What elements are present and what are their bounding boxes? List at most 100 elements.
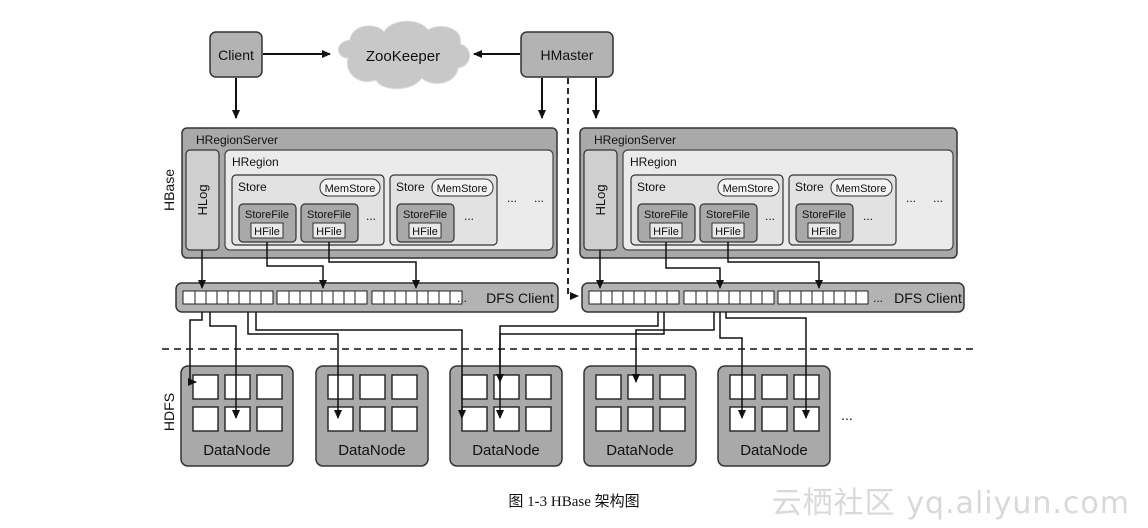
ellipsis-label: ... [534,191,544,205]
hdfs-label: HDFS [161,393,177,431]
datanode-label: DataNode [338,442,406,459]
ellipsis-label: ... [507,191,517,205]
memstore-label: MemStore [723,183,774,195]
block-cell [224,406,251,432]
block-cell [192,406,219,432]
hfile-label: HFile [715,226,741,238]
hregion-label: HRegion [630,155,677,169]
memstore-label: MemStore [325,183,376,195]
block-cell [595,406,622,432]
storefile-label: StoreFile [706,209,750,221]
block-cell [525,374,552,400]
ellipsis-label: ... [366,209,376,223]
block-cell [659,406,686,432]
hlog-box: HLog [583,149,618,251]
storefile-label: StoreFile [802,209,846,221]
block-cell [493,374,520,400]
hlog-box: HLog [185,149,220,251]
block-cell [391,406,418,432]
dfs-client-label: DFS Client [894,290,962,306]
storefile-label: StoreFile [245,209,289,221]
figure-caption: 图 1-3 HBase 架构图 [508,494,640,510]
region-server-2: HRegionServer HLog HRegion Store MemStor… [579,127,958,259]
ellipsis-label: ... [464,209,474,223]
storefile-box: StoreFile HFile [238,203,297,243]
hfile-label: HFile [254,226,280,238]
hlog-label: HLog [593,184,608,215]
block-cell [359,374,386,400]
datanode-label: DataNode [606,442,674,459]
datanode-label: DataNode [740,442,808,459]
ellipsis-label: ... [863,209,873,223]
hbase-label: HBase [161,169,177,211]
block-cell [525,406,552,432]
store-box: Store MemStore StoreFile HFile ... [389,174,498,246]
dfs-to-datanode-arrows [188,312,810,419]
block-cell [595,374,622,400]
region-server-title: HRegionServer [594,133,676,147]
block-cell [627,374,654,400]
hregion-box: HRegion Store MemStore StoreFile HFile S… [622,149,954,251]
block-cell [659,374,686,400]
block-cell [493,406,520,432]
ellipsis-label: ... [873,291,883,305]
server-to-dfs-arrows [198,242,823,289]
watermark: 云栖社区 yq.aliyun.com [771,486,1130,521]
hfile-label: HFile [811,226,837,238]
block-cell [256,406,283,432]
hfile-label: HFile [316,226,342,238]
zookeeper-label: ZooKeeper [366,48,440,65]
store-label: Store [396,180,425,194]
dfs-cell-group [683,290,775,305]
block-cell [761,406,788,432]
storefile-box: StoreFile HFile [396,203,455,243]
ellipsis-label: ... [906,191,916,205]
hfile-label: HFile [412,226,438,238]
client-box: Client [209,31,263,78]
storefile-label: StoreFile [644,209,688,221]
client-label: Client [218,47,254,63]
hmaster-dashed-arrow [567,78,579,300]
hmaster-label: HMaster [541,47,594,63]
ellipsis-label: ... [933,191,943,205]
dfs-cell-group [371,290,463,305]
region-server-1: HRegionServer HLog HRegion Store MemStor… [181,127,558,259]
datanode-label: DataNode [472,442,540,459]
block-cell [327,374,354,400]
datanode-box: DataNode [583,365,697,467]
dfs-cell-group [276,290,368,305]
storefile-box: StoreFile HFile [300,203,359,243]
datanode-label: DataNode [203,442,271,459]
block-cell [461,406,488,432]
block-cell [761,374,788,400]
datanode-box: DataNode [717,365,831,467]
storefile-box: StoreFile HFile [795,203,854,243]
block-cell [359,406,386,432]
storefile-label: StoreFile [403,209,447,221]
hlog-label: HLog [195,184,210,215]
hmaster-box: HMaster [520,31,614,78]
block-cell [391,374,418,400]
storefile-label: StoreFile [307,209,351,221]
hregion-label: HRegion [232,155,279,169]
dfs-client-bar-2: ... DFS Client [581,282,965,313]
hfile-label: HFile [653,226,679,238]
store-box: Store MemStore StoreFile HFile ... [788,174,897,246]
datanode-box: DataNode [449,365,563,467]
store-box: Store MemStore StoreFile HFile StoreFile… [630,174,784,246]
block-cell [461,374,488,400]
memstore-label: MemStore [836,183,887,195]
store-box: Store MemStore StoreFile HFile StoreFile… [231,174,385,246]
ellipsis-label: ... [457,291,467,305]
dfs-cell-group [182,290,274,305]
datanode-box: DataNode [180,365,294,467]
dfs-cell-group [777,290,869,305]
region-server-title: HRegionServer [196,133,278,147]
datanode-box: DataNode [315,365,429,467]
dfs-cell-group [588,290,680,305]
zookeeper-cloud: ZooKeeper [338,20,470,90]
dfs-client-label: DFS Client [486,290,554,306]
store-label: Store [795,180,824,194]
store-label: Store [637,180,666,194]
